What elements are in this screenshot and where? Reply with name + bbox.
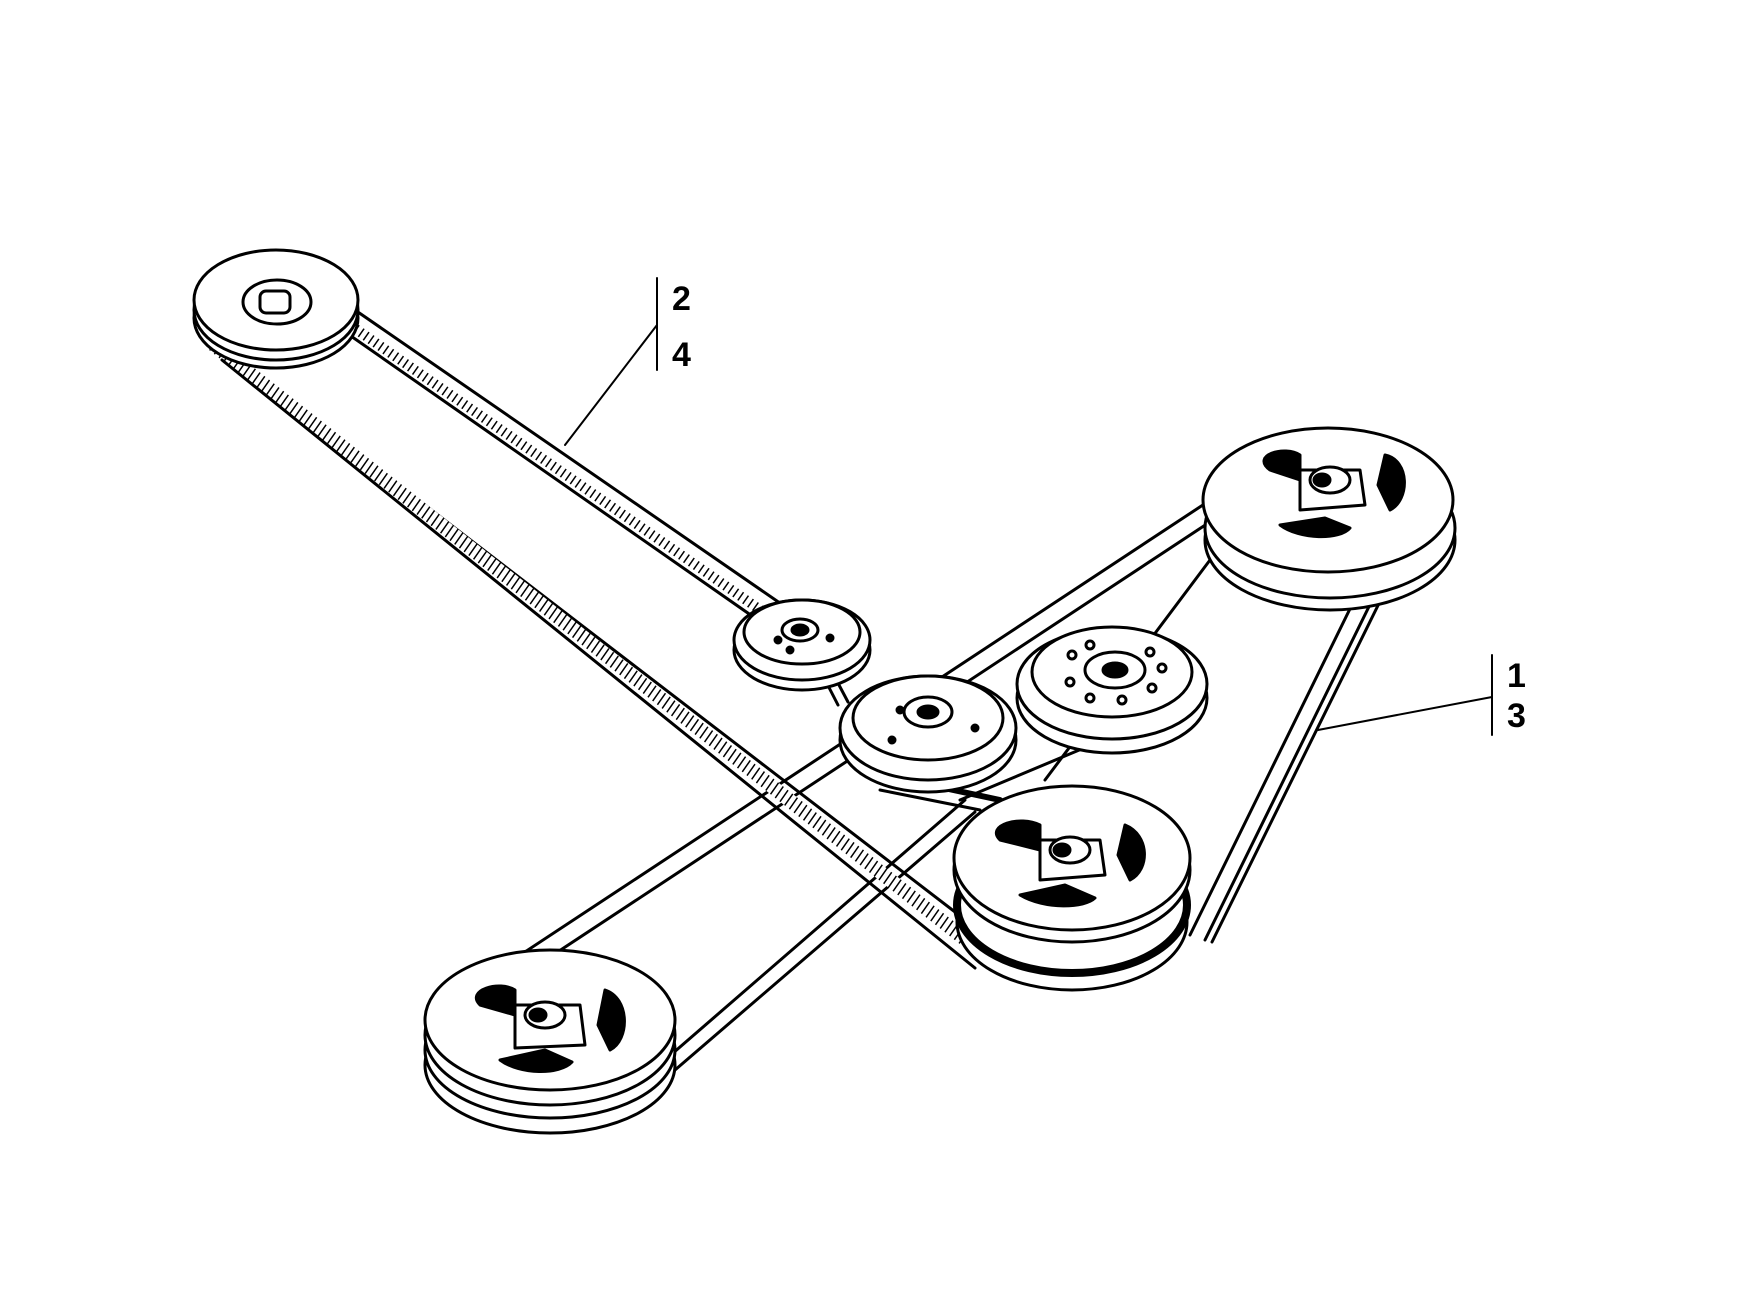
pulley-bottom-left	[423, 948, 677, 1135]
idler-middle	[838, 674, 1018, 794]
pulley-top-right	[1201, 426, 1457, 612]
idler-small	[732, 598, 872, 692]
pulley-top-left	[192, 248, 360, 370]
callout-label-1: 1	[1507, 657, 1526, 695]
callout-leader-lower	[1317, 654, 1493, 736]
callout-label-4: 4	[672, 336, 691, 374]
callout-leader-upper	[564, 277, 658, 446]
lower-belt	[488, 495, 1395, 1072]
pulley-bottom-right	[952, 784, 1192, 992]
callout-label-3: 3	[1507, 697, 1526, 735]
callout-label-2: 2	[672, 280, 691, 318]
idler-right	[1015, 625, 1209, 755]
upper-belt	[195, 308, 1003, 970]
